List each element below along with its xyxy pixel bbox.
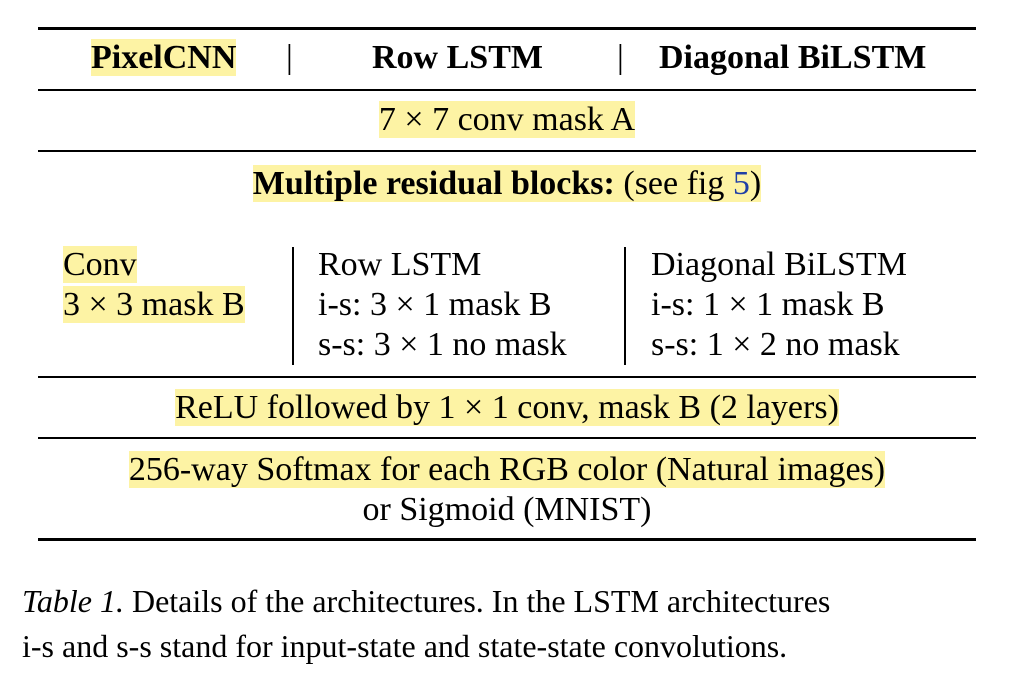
conv-rule bbox=[38, 150, 976, 152]
residual-blocks-title: Multiple residual blocks: (see fig 5) bbox=[252, 165, 762, 202]
row-lstm-block-line-2: i-s: 3 × 1 mask B bbox=[318, 286, 552, 323]
header-separator-1: | bbox=[286, 39, 293, 76]
conv-mask-a-row: 7 × 7 conv mask A bbox=[378, 101, 636, 138]
diag-bilstm-block-line-2: i-s: 1 × 1 mask B bbox=[651, 286, 885, 323]
table-caption-label: Table 1. bbox=[22, 583, 124, 619]
block-divider-1 bbox=[292, 247, 294, 365]
relu-rule bbox=[38, 437, 976, 439]
header-rule bbox=[38, 89, 976, 91]
row-lstm-block-line-1: Row LSTM bbox=[318, 246, 482, 283]
row-lstm-block-line-3: s-s: 3 × 1 no mask bbox=[318, 326, 567, 363]
table-caption-line-2: i-s and s-s stand for input-state and st… bbox=[22, 628, 788, 664]
header-separator-2: | bbox=[617, 39, 624, 76]
header-diagonal-bilstm: Diagonal BiLSTM bbox=[659, 39, 927, 76]
table-top-rule bbox=[38, 27, 976, 30]
relu-row: ReLU followed by 1 × 1 conv, mask B (2 l… bbox=[175, 389, 839, 426]
pixelcnn-block-line-2: 3 × 3 mask B bbox=[63, 286, 245, 323]
fig-ref-link[interactable]: 5 bbox=[732, 165, 750, 202]
block-rule bbox=[38, 376, 976, 378]
header-pixelcnn: PixelCNN bbox=[91, 39, 237, 76]
block-divider-2 bbox=[624, 247, 626, 365]
diag-bilstm-block-line-3: s-s: 1 × 2 no mask bbox=[651, 326, 900, 363]
table-bottom-rule bbox=[38, 538, 976, 541]
diag-bilstm-block-line-1: Diagonal BiLSTM bbox=[651, 246, 907, 283]
sigmoid-row: or Sigmoid (MNIST) bbox=[362, 491, 652, 528]
header-row-lstm: Row LSTM bbox=[372, 39, 543, 76]
table-caption-line-1: Table 1. Details of the architectures. I… bbox=[22, 583, 831, 619]
softmax-row: 256-way Softmax for each RGB color (Natu… bbox=[128, 451, 886, 488]
pixelcnn-block-line-1: Conv bbox=[63, 246, 137, 283]
